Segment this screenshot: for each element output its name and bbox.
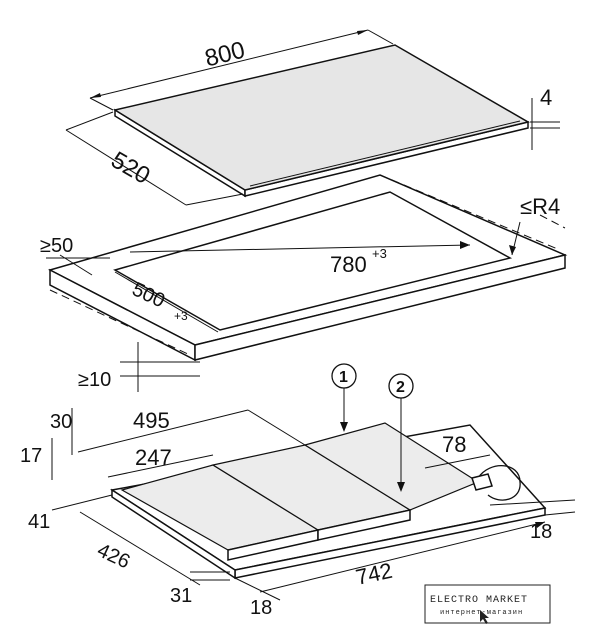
label-18-right: 18 [530,521,552,543]
label-495: 495 [133,408,170,433]
callout-2-label: 2 [396,379,405,396]
label-min-50: ≥50 [40,235,73,257]
dimension-780: 780 +3 [129,241,471,277]
label-742: 742 [353,558,394,590]
dimension-495: 495 [77,408,306,453]
label-17: 17 [20,445,42,467]
label-4: 4 [540,85,552,110]
label-780: 780 [330,252,367,277]
label-800: 800 [202,37,247,73]
dimension-41: 41 [28,494,113,533]
callout-2: 2 [388,373,414,492]
cursor-icon [480,610,489,624]
dimension-30: 30 [50,408,73,455]
watermark-brand: ELECTRO MARKET [430,595,528,606]
label-18-bottom: 18 [250,597,272,619]
dimension-31: 31 [170,571,230,607]
electro-market-watermark: ELECTRO MARKET интернет-магазин [424,584,551,624]
label-426: 426 [94,539,134,573]
callout-1: 1 [331,363,357,432]
label-31: 31 [170,585,192,607]
worktop-cutout [47,174,568,362]
hob-top-glass [113,44,530,198]
label-41: 41 [28,511,50,533]
label-min-10: ≥10 [78,369,111,391]
label-30: 30 [50,411,72,433]
label-500-tolerance: +3 [174,309,188,323]
dimension-min-10: ≥10 [78,342,200,392]
dimension-min-50: ≥50 [40,235,110,276]
dimension-4: 4 [530,85,560,150]
dimension-radius: ≤R4 [509,194,560,256]
dimension-17: 17 [20,438,53,480]
dimension-78: 78 [424,432,491,469]
label-247: 247 [135,445,172,470]
callout-1-label: 1 [339,369,348,386]
label-78: 78 [442,432,466,457]
dimension-247: 247 [107,445,214,478]
hob-underside [110,422,547,580]
dimension-18-right: 18 [489,499,576,543]
dimension-18-bottom: 18 [234,577,281,619]
label-radius: ≤R4 [520,194,560,219]
label-520: 520 [106,146,154,189]
label-780-tolerance: +3 [372,246,387,261]
